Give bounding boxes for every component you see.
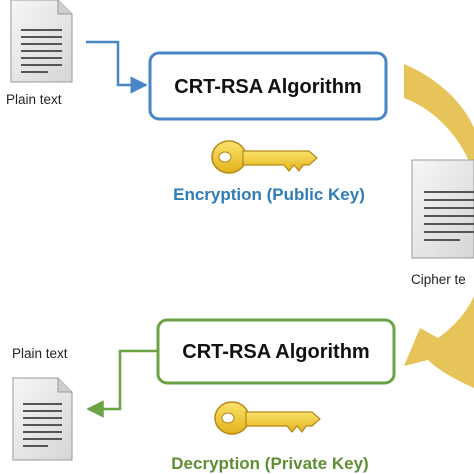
plain-text-input-document-icon	[10, 0, 73, 83]
ciphertext-label: Cipher te	[411, 272, 466, 287]
ciphertext-to-decryption-arrow	[404, 296, 474, 388]
decryption-caption: Decryption (Private Key)	[171, 454, 368, 473]
private-key-icon	[214, 401, 321, 435]
decryption-to-output-arrow	[86, 349, 158, 418]
input-to-encryption-arrow	[86, 40, 148, 94]
encryption-algorithm-box	[148, 51, 388, 121]
plain-text-output-label: Plain text	[12, 346, 68, 361]
decryption-algorithm-label: CRT-RSA Algorithm	[182, 341, 369, 363]
plain-text-output-document-icon	[12, 377, 73, 461]
encryption-algorithm-label: CRT-RSA Algorithm	[174, 76, 361, 98]
encryption-to-ciphertext-arrow	[404, 64, 474, 174]
plain-text-input-label: Plain text	[6, 92, 62, 107]
public-key-icon	[211, 140, 318, 174]
ciphertext-document-icon	[411, 159, 474, 259]
encryption-caption: Encryption (Public Key)	[173, 185, 365, 204]
